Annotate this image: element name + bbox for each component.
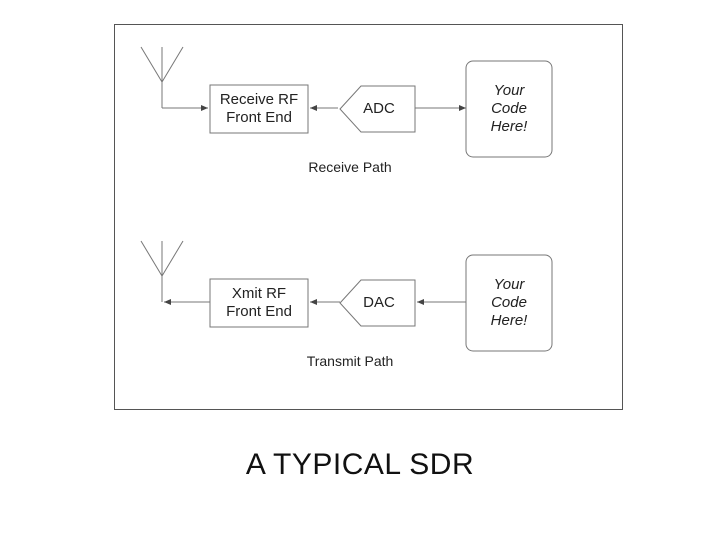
receive-rf-block (209, 84, 309, 134)
transmit-rf-label: Xmit RF Front End (210, 285, 308, 321)
receive-code-label: Your Code Here! (466, 82, 552, 136)
receive-rf-label: Receive RF Front End (210, 91, 308, 127)
transmit-code-block (465, 254, 553, 352)
receive-code-block (465, 60, 553, 158)
adc-block (339, 85, 416, 133)
transmit-code-label: Your Code Here! (466, 276, 552, 330)
receive-code-line3: Here! (490, 118, 528, 135)
adc-label: ADC (363, 100, 395, 117)
transmit-rf-label-line2: Front End (226, 303, 292, 320)
transmit-path-caption: Transmit Path (306, 353, 394, 369)
transmit-rf-block (209, 278, 309, 328)
transmit-code-line1: Your (493, 276, 525, 293)
slide-title: A TYPICAL SDR (245, 448, 475, 481)
receive-rf-label-line2: Front End (226, 109, 292, 126)
receive-rf-label-line1: Receive RF (219, 91, 299, 108)
dac-block (339, 279, 416, 327)
receive-code-line1: Your (493, 82, 525, 99)
receive-antenna-icon (140, 46, 184, 108)
transmit-antenna-icon (140, 240, 184, 302)
transmit-code-line3: Here! (490, 312, 528, 329)
transmit-code-line2: Code (491, 294, 527, 311)
transmit-rf-label-line1: Xmit RF (231, 285, 287, 302)
dac-label: DAC (363, 294, 395, 311)
receive-path-caption: Receive Path (308, 159, 392, 175)
receive-code-line2: Code (491, 100, 527, 117)
